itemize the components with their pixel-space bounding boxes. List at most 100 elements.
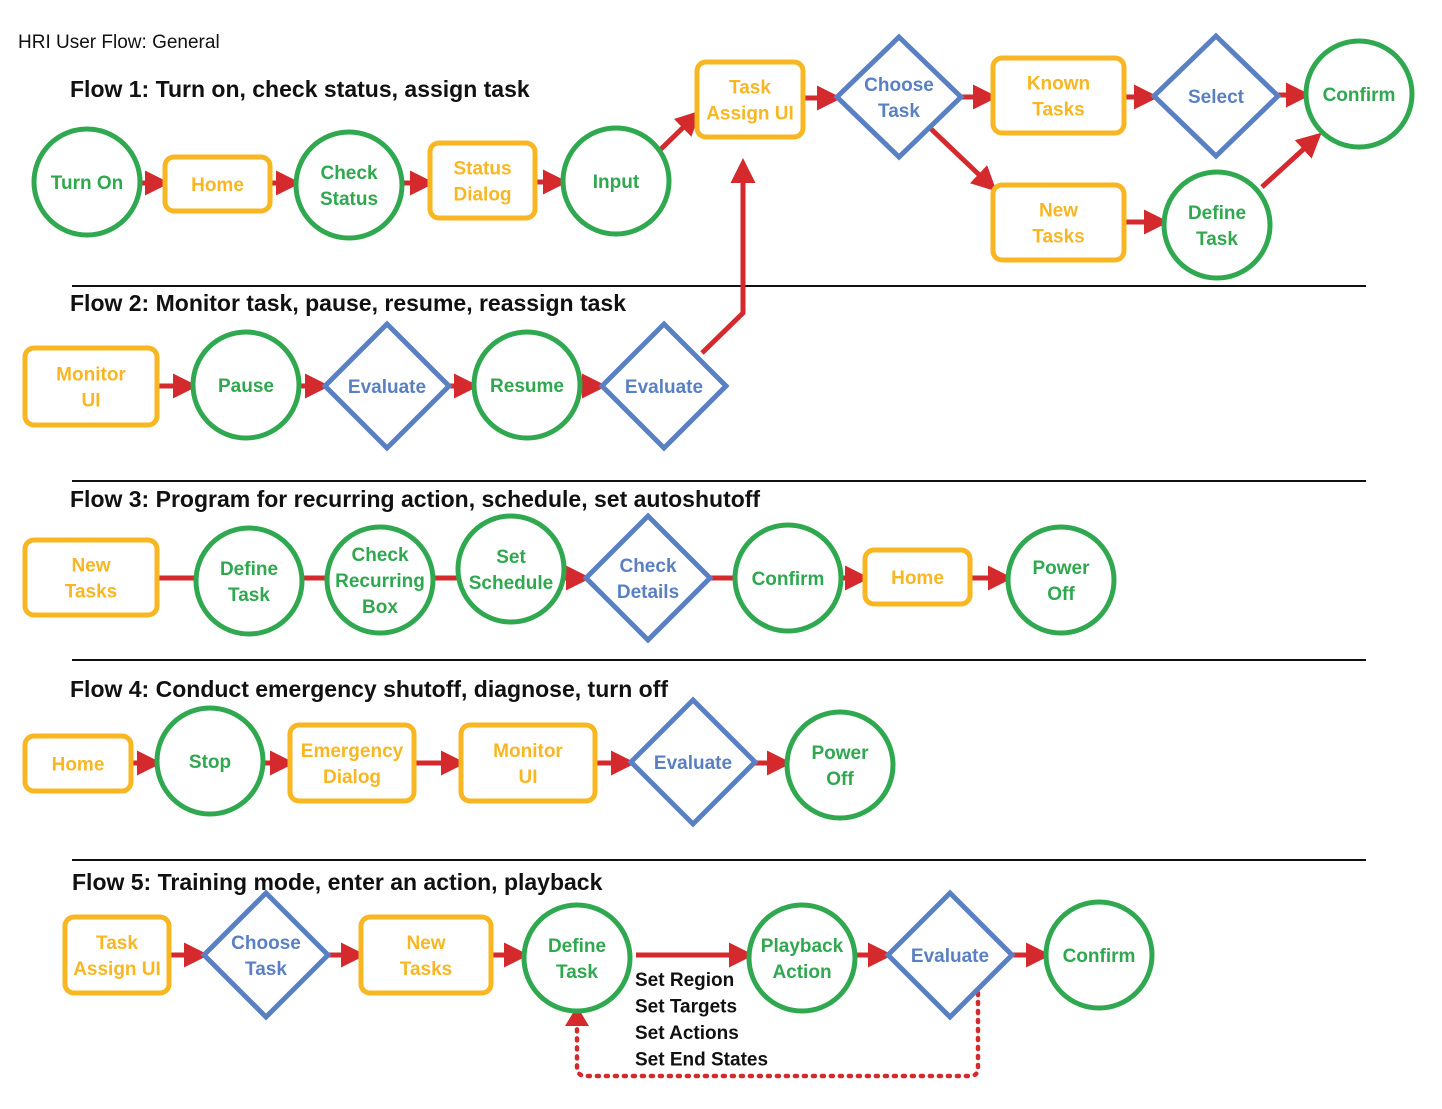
node-label: Monitor — [493, 741, 563, 762]
node-label: Select — [1188, 87, 1245, 108]
node-label: Dialog — [323, 767, 381, 788]
node-label: Turn On — [51, 173, 123, 194]
node-label: Confirm — [1063, 946, 1136, 967]
flow-titles: Flow 1: Turn on, check status, assign ta… — [70, 76, 760, 895]
node-label: Off — [826, 769, 854, 790]
action-circle — [31, 126, 143, 238]
node-label: Tasks — [65, 582, 117, 603]
node-label: Tasks — [1032, 100, 1084, 121]
node-label: Playback — [761, 936, 844, 957]
action-circle — [190, 329, 302, 441]
decision-diamond — [627, 696, 759, 828]
node-label: Define — [220, 559, 278, 580]
node-label: Define — [1188, 203, 1246, 224]
node-label: Known — [1027, 74, 1090, 95]
screen-box — [427, 140, 538, 221]
screen-box — [862, 547, 973, 607]
node-label: Evaluate — [348, 377, 426, 398]
flow-5-title: Flow 5: Training mode, enter an action, … — [72, 869, 603, 895]
node-label: Check — [320, 163, 377, 184]
connector-f5-loop-back — [574, 990, 981, 1079]
connector-f1-e10 — [928, 126, 997, 192]
screen-box — [162, 154, 273, 214]
node-label: New — [1039, 201, 1078, 222]
node-action-f2-pause: Pause — [190, 329, 302, 441]
note-line: Set Targets — [635, 997, 737, 1018]
node-label: Status — [320, 189, 378, 210]
action-circle — [471, 329, 583, 441]
screen-box — [22, 733, 134, 794]
node-decision-f1-select: Select — [1150, 32, 1282, 160]
connector-f1-e5 — [658, 110, 701, 152]
flow-dividers — [72, 285, 1366, 861]
node-decision-f5-evaluate: Evaluate — [884, 889, 1016, 1021]
screen-box — [22, 537, 160, 618]
node-screen-f4-home: Home — [22, 733, 134, 794]
connector-f2-e5 — [700, 158, 756, 355]
action-circle — [521, 902, 633, 1014]
decision-diamond — [598, 320, 730, 452]
node-label: Choose — [864, 75, 934, 96]
node-label: Task — [729, 78, 771, 99]
action-circle — [784, 709, 896, 821]
action-circle — [1005, 524, 1117, 636]
node-label: Pause — [218, 376, 274, 397]
node-screen-f3-home: Home — [862, 547, 973, 607]
node-label: Home — [191, 175, 244, 196]
screen-box — [990, 55, 1127, 136]
action-circle — [732, 522, 844, 634]
node-label: Home — [52, 755, 105, 776]
node-label: Confirm — [1323, 85, 1396, 106]
node-label: Resume — [490, 376, 564, 397]
action-circle — [324, 524, 436, 636]
node-label: Recurring — [335, 571, 425, 592]
decision-diamond — [321, 320, 453, 452]
node-label: Task — [245, 959, 287, 980]
node-action-f1-input: Input — [560, 125, 672, 237]
node-label: Check — [619, 556, 676, 577]
action-circle — [560, 125, 672, 237]
loop-arrowhead — [565, 1006, 589, 1026]
screen-box — [358, 914, 494, 996]
node-label: Assign UI — [706, 104, 794, 125]
decision-diamond — [1150, 32, 1282, 160]
node-action-f2-resume: Resume — [471, 329, 583, 441]
node-label: Assign UI — [73, 959, 161, 980]
node-label: New — [71, 556, 110, 577]
note-line: Set Actions — [635, 1023, 739, 1044]
node-action-f4-stop: Stop — [154, 705, 266, 817]
node-label: Check — [351, 545, 408, 566]
node-label: Confirm — [752, 569, 825, 590]
flow-2-title: Flow 2: Monitor task, pause, resume, rea… — [70, 290, 626, 316]
node-label: Task — [228, 585, 270, 606]
flow-3-title: Flow 3: Program for recurring action, sc… — [70, 486, 760, 512]
connector-f1-e12 — [1260, 132, 1322, 189]
node-label: Off — [1047, 584, 1075, 605]
decision-diamond — [884, 889, 1016, 1021]
node-label: Evaluate — [911, 946, 989, 967]
screen-box — [458, 722, 598, 804]
node-label: Task — [556, 962, 598, 983]
note-line: Set End States — [635, 1050, 768, 1071]
node-label: Evaluate — [625, 377, 703, 398]
node-label: New — [406, 933, 445, 954]
action-circle — [746, 902, 858, 1014]
action-circle — [154, 705, 266, 817]
node-action-f3-confirm: Confirm — [732, 522, 844, 634]
screen-box — [22, 345, 160, 428]
